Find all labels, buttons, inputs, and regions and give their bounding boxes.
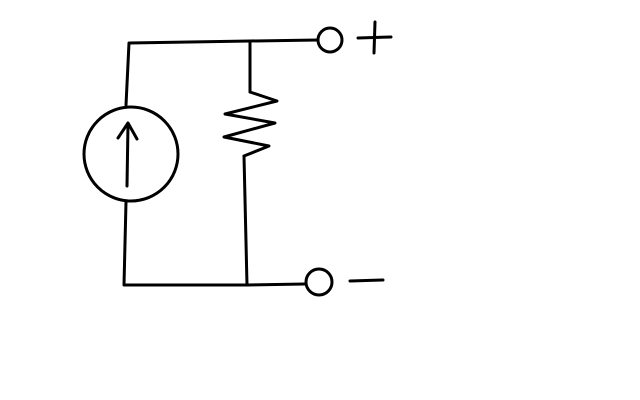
top-wire xyxy=(124,38,320,107)
negative-terminal xyxy=(304,267,334,297)
minus-symbol xyxy=(348,278,385,283)
resistor-zigzag xyxy=(222,90,279,158)
positive-terminal xyxy=(316,26,344,54)
plus-symbol xyxy=(356,20,393,55)
arrow-up-icon xyxy=(116,121,139,188)
resistor-bottom-lead xyxy=(242,154,249,287)
current-source-circle xyxy=(82,105,180,203)
bottom-wire xyxy=(122,200,307,287)
